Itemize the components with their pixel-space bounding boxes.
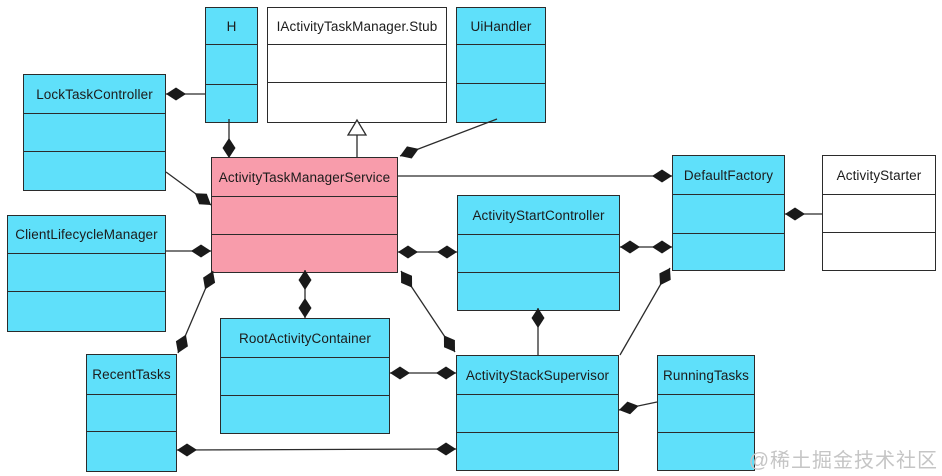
composition-diamond-icon xyxy=(785,207,805,221)
class-compartment xyxy=(24,113,165,151)
class-box-defaultfactory: DefaultFactory xyxy=(672,155,785,271)
class-title-iactivitytaskmanager-stub: IActivityTaskManager.Stub xyxy=(276,18,438,34)
class-box-activitystarter: ActivityStarter xyxy=(822,155,936,271)
class-compartment xyxy=(457,44,545,83)
composition-diamond-icon xyxy=(298,270,312,290)
composition-diamond-icon xyxy=(175,334,188,353)
class-compartment xyxy=(658,394,754,432)
class-compartment xyxy=(87,431,176,470)
class-compartment xyxy=(212,196,397,234)
class-compartment xyxy=(268,44,446,82)
connector-activitytaskmanagerservice--rootactivitycontainer xyxy=(298,270,312,318)
class-title-activitystartcontroller: ActivityStartController xyxy=(472,207,605,223)
class-box-clientlifecyclemanager: ClientLifecycleManager xyxy=(7,215,166,332)
class-compartment xyxy=(457,394,618,432)
composition-diamond-icon xyxy=(619,401,639,415)
connector-activitystartcontroller--defaultfactory xyxy=(620,240,672,254)
connector-uihandler--activitytaskmanagerservice xyxy=(399,118,498,159)
class-compartment xyxy=(206,44,257,84)
connector-defaultfactory--activitystarter xyxy=(785,207,822,221)
class-compartment xyxy=(457,432,618,469)
connector-activitytaskmanagerservice--activitystacksupervisor xyxy=(400,270,456,353)
class-compartment xyxy=(457,83,545,121)
composition-diamond-icon xyxy=(652,169,672,183)
composition-diamond-icon xyxy=(620,240,640,254)
connector-locktaskcontroller--activitytaskmanagerservice xyxy=(165,171,212,206)
connector-activitytaskmanagerservice--recenttasks xyxy=(175,270,216,354)
class-box-iactivitytaskmanager-stub: IActivityTaskManager.Stub xyxy=(267,7,447,123)
composition-diamond-icon xyxy=(436,442,456,456)
connector-defaultfactory--activitystacksupervisor xyxy=(619,267,671,356)
class-compartment xyxy=(8,291,165,330)
class-compartment xyxy=(673,194,784,233)
composition-diamond-icon xyxy=(390,366,410,380)
composition-diamond-icon xyxy=(398,245,418,259)
class-compartment xyxy=(24,151,165,189)
class-compartment xyxy=(87,394,176,431)
connector-activitystacksupervisor--runningtasks xyxy=(618,401,658,415)
composition-diamond-icon xyxy=(191,244,211,258)
class-compartment xyxy=(458,234,619,272)
watermark: @稀土掘金技术社区 xyxy=(748,450,938,472)
class-compartment xyxy=(823,194,935,232)
class-compartment xyxy=(823,232,935,269)
class-title-locktaskcontroller: LockTaskController xyxy=(36,86,153,102)
class-box-activitytaskmanagerservice: ActivityTaskManagerService xyxy=(211,157,398,273)
class-title-runningtasks: RunningTasks xyxy=(663,367,749,383)
class-title-rootactivitycontainer: RootActivityContainer xyxy=(239,330,371,346)
class-box-rootactivitycontainer: RootActivityContainer xyxy=(220,318,390,434)
composition-diamond-icon xyxy=(203,271,216,290)
connector-activitytaskmanagerservice--defaultfactory xyxy=(398,169,672,183)
class-compartment xyxy=(268,82,446,121)
composition-diamond-icon xyxy=(222,138,236,158)
class-title-clientlifecyclemanager: ClientLifecycleManager xyxy=(15,227,158,242)
class-box-activitystartcontroller: ActivityStartController xyxy=(457,195,620,311)
composition-diamond-icon xyxy=(194,193,211,205)
class-compartment xyxy=(658,432,754,469)
connector-activitystartcontroller--activitystacksupervisor xyxy=(531,308,545,355)
class-title-activitystarter: ActivityStarter xyxy=(836,167,922,183)
connector-locktaskcontroller--h xyxy=(166,87,205,101)
class-box-h: H xyxy=(205,7,258,123)
class-compartment xyxy=(221,395,389,432)
composition-diamond-icon xyxy=(298,298,312,318)
class-compartment xyxy=(673,233,784,269)
class-compartment xyxy=(221,357,389,395)
class-box-locktaskcontroller: LockTaskController xyxy=(23,74,166,191)
class-title-activitytaskmanagerservice: ActivityTaskManagerService xyxy=(218,169,391,185)
composition-diamond-icon xyxy=(166,87,186,101)
class-compartment xyxy=(212,234,397,271)
class-compartment xyxy=(8,253,165,291)
composition-diamond-icon xyxy=(437,245,457,259)
connector-recenttasks--activitystacksupervisor xyxy=(176,442,457,457)
composition-diamond-icon xyxy=(400,146,419,159)
connector-rootactivitycontainer--activitystacksupervisor xyxy=(390,366,456,380)
class-box-runningtasks: RunningTasks xyxy=(657,355,755,471)
class-title-h: H xyxy=(226,18,237,34)
composition-diamond-icon xyxy=(652,240,672,254)
composition-diamond-icon xyxy=(436,366,456,380)
class-title-activitystacksupervisor: ActivityStackSupervisor xyxy=(465,367,610,383)
class-box-recenttasks: RecentTasks xyxy=(86,354,177,472)
composition-diamond-icon xyxy=(443,335,455,352)
composition-diamond-icon xyxy=(659,268,671,286)
class-title-uihandler: UiHandler xyxy=(470,18,532,34)
composition-diamond-icon xyxy=(401,271,413,288)
composition-diamond-icon xyxy=(531,308,545,328)
connector-clientlifecyclemanager--activitytaskmanagerservice xyxy=(166,244,211,258)
class-box-uihandler: UiHandler xyxy=(456,7,546,123)
class-compartment xyxy=(458,272,619,309)
connector-activitytaskmanagerservice--iactivitytaskmanager-stub xyxy=(346,118,368,158)
connector-h--activitytaskmanagerservice xyxy=(222,119,236,158)
class-title-defaultfactory: DefaultFactory xyxy=(683,167,774,183)
class-title-recenttasks: RecentTasks xyxy=(92,367,171,382)
connector-activitytaskmanagerservice--activitystartcontroller xyxy=(398,245,457,259)
class-compartment xyxy=(206,84,257,121)
class-box-activitystacksupervisor: ActivityStackSupervisor xyxy=(456,355,619,471)
composition-diamond-icon xyxy=(177,443,197,457)
